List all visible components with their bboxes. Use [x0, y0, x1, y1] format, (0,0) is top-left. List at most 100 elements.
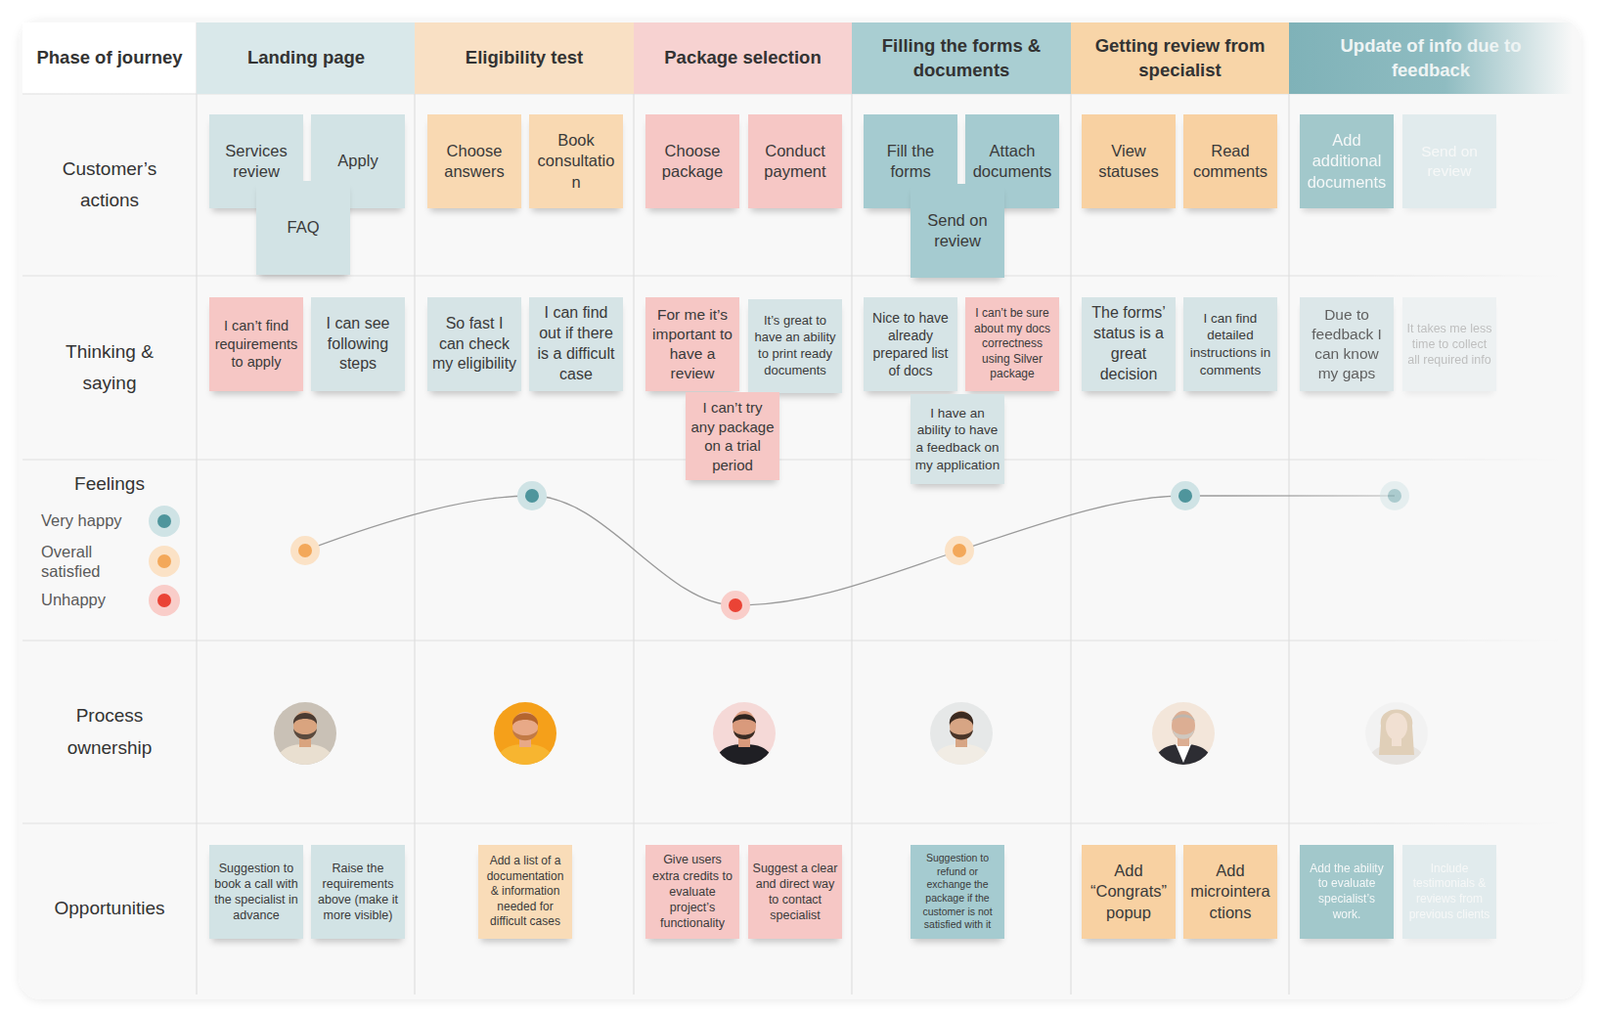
note-text: Filling the forms & documents: [861, 34, 1062, 84]
note-text: Add additional documents: [1303, 130, 1390, 193]
avatar-hair: [1171, 714, 1196, 723]
avatar-head: [512, 711, 538, 742]
avatar-hair: [1378, 710, 1415, 756]
note-text: I can find detailed instructions in comm…: [1187, 310, 1274, 379]
legend-halo: [148, 505, 180, 537]
legend-halo: [148, 584, 180, 617]
note-text: Choose package: [649, 140, 736, 183]
sticky-note: Send on review: [910, 183, 1005, 278]
avatar-hair: [512, 712, 538, 726]
note-text: Update of info due to feedback: [1298, 34, 1563, 84]
row-header: Opportunities: [22, 823, 197, 995]
row-header: Feelings: [22, 467, 197, 501]
grid-columns: [196, 22, 1289, 995]
note-text: View statuses: [1085, 140, 1172, 183]
sticky-note: Book consultation: [529, 114, 623, 209]
note-text: I have an ability to have a feedback on …: [914, 404, 1001, 474]
feeling-halo: [944, 535, 975, 566]
avatar-hair: [949, 711, 974, 726]
row-header: Thinking & saying: [22, 275, 197, 460]
legend-swatch: [157, 554, 172, 569]
feeling-halo: [720, 590, 751, 621]
note-text: Suggest a clear and direct way to contac…: [752, 860, 839, 925]
avatar-head: [732, 711, 756, 741]
avatar-hair: [732, 713, 756, 724]
phase-header: Filling the forms & documents: [851, 22, 1071, 94]
column-line: [850, 22, 852, 995]
note-text: Getting review from specialist: [1080, 34, 1280, 84]
avatar: [1152, 702, 1215, 767]
note-text: Apply: [337, 150, 378, 172]
sticky-note: Nice to have already prepared list of do…: [863, 297, 958, 392]
legend-swatch: [157, 514, 172, 529]
legend-halo: [148, 545, 180, 578]
note-text: I can find out if there is a difficult c…: [533, 303, 620, 385]
feeling-dot: [1387, 488, 1402, 503]
sticky-note: It takes me less time to collect all req…: [1402, 297, 1497, 392]
grid-rows: [22, 93, 1565, 824]
sticky-note: Read comments: [1183, 114, 1278, 209]
avatar-head: [949, 711, 974, 741]
note-text: Give users extra credits to evaluate pro…: [649, 851, 736, 932]
corner-cell: [22, 22, 197, 94]
note-text: It takes me less time to collect all req…: [1406, 320, 1493, 369]
row-header: Phase of journey: [22, 22, 197, 94]
note-text: Send on review: [914, 210, 1001, 253]
sticky-note: Add “Congrats” popup: [1081, 844, 1176, 939]
avatar-shirt: [1175, 744, 1192, 763]
sticky-note: I can find detailed instructions in comm…: [1183, 297, 1278, 392]
phase-header: Eligibility test: [414, 22, 634, 94]
note-text: I can’t be sure about my docs correctnes…: [969, 306, 1056, 383]
phase-header: Getting review from specialist: [1070, 22, 1289, 94]
sticky-note: Suggest a clear and direct way to contac…: [748, 844, 843, 939]
avatar-beard: [949, 729, 974, 741]
sticky-note: Suggestion to book a call with the speci…: [209, 844, 304, 939]
note-text: FAQ: [286, 217, 319, 238]
sticky-note: For me it’s important to have a review: [645, 297, 740, 392]
note-text: Fill the forms: [867, 140, 954, 183]
note-text: Nice to have already prepared list of do…: [867, 309, 954, 381]
sticky-note: Give users extra credits to evaluate pro…: [645, 844, 740, 939]
sticky-note: Add a list of a documentation & informat…: [478, 844, 573, 939]
feeling-halo: [517, 481, 547, 511]
note-text: I can’t find requirements to apply: [213, 316, 300, 373]
sticky-note: Suggestion to refund or exchange the pac…: [910, 844, 1005, 939]
note-text: Add “Congrats” popup: [1085, 860, 1172, 924]
sticky-note: Include testimonials & reviews from prev…: [1402, 844, 1497, 939]
sticky-note: The forms’ status is a great decision: [1081, 297, 1176, 392]
avatar-beard: [293, 728, 317, 740]
note-text: Eligibility test: [465, 45, 583, 71]
note-text: Services review: [213, 140, 300, 183]
note-text: Send on review: [1406, 141, 1493, 181]
note-text: Due to feedback I can know my gaps: [1303, 305, 1390, 385]
feeling-halo: [290, 535, 320, 566]
row-header-text: Feelings: [74, 468, 145, 500]
note-text: Add the ability to evaluate specialist’s…: [1303, 861, 1390, 923]
feeling-dot: [728, 598, 743, 613]
note-text: It’s great to have an ability to print r…: [752, 312, 839, 380]
avatar-beard: [733, 730, 756, 740]
note-text: Conduct payment: [752, 140, 839, 183]
row-header: Customer’s actions: [22, 93, 197, 276]
sticky-note: I can see following steps: [311, 297, 405, 392]
row-header: Process ownership: [22, 640, 197, 824]
sticky-note: I can’t find requirements to apply: [209, 297, 304, 392]
sticky-note: Choose answers: [427, 114, 522, 209]
feeling-dot: [298, 543, 312, 558]
avatar: [273, 702, 337, 767]
column-line: [413, 22, 415, 995]
phase-header: Package selection: [633, 22, 852, 94]
sticky-note: View statuses: [1081, 114, 1176, 209]
note-text: So fast I can check my eligibility: [431, 313, 518, 375]
avatar: [712, 702, 776, 767]
sticky-note: I can’t be sure about my docs correctnes…: [965, 297, 1060, 392]
feeling-halo: [1170, 481, 1200, 511]
sticky-note: FAQ: [256, 180, 351, 275]
feeling-faded: [1379, 481, 1410, 511]
row-header-text: Phase of journey: [36, 45, 182, 70]
avatar-head: [1385, 712, 1408, 741]
avatar: [1365, 702, 1428, 767]
avatar-head: [293, 711, 317, 741]
sticky-note: I can find out if there is a difficult c…: [529, 297, 623, 392]
row-line: [22, 274, 1565, 276]
